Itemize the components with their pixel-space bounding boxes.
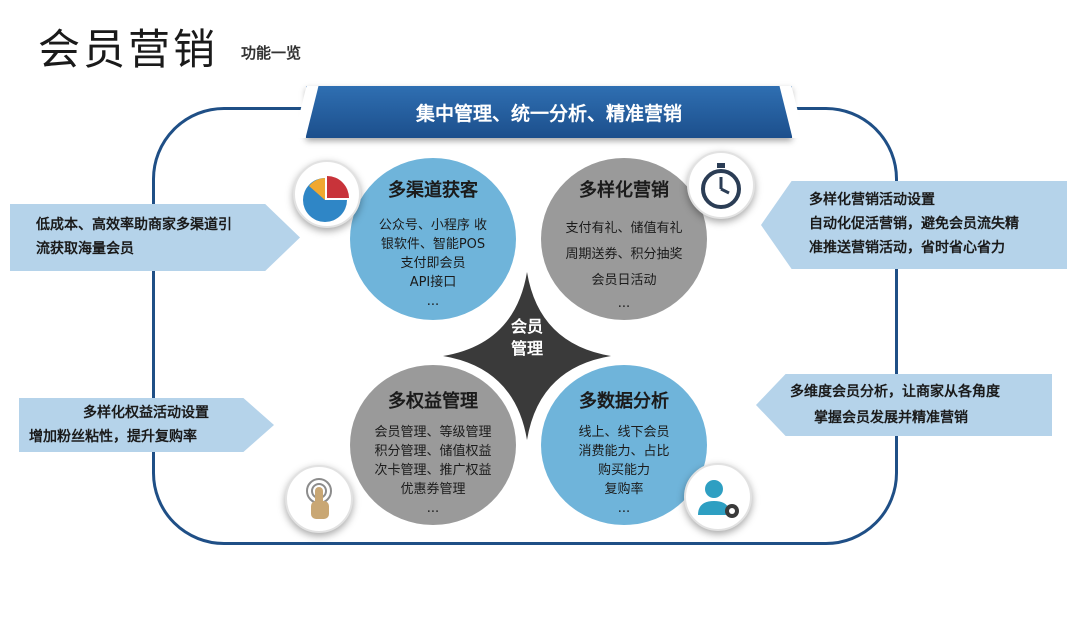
callout-line: 多样化权益活动设置	[83, 405, 209, 421]
callout-line: 流获取海量会员	[36, 241, 134, 257]
callout-line: 多维度会员分析，让商家从各角度	[790, 384, 1000, 400]
pie-chart-icon	[293, 160, 361, 228]
quadrant-line: ...	[617, 296, 631, 311]
banner-text: 集中管理、统一分析、精准营销	[415, 102, 682, 125]
center-label: 会员 管理	[487, 316, 567, 360]
quadrant-acquisition: 多渠道获客 公众号、小程序 收 银软件、智能POS 支付即会员 API接口 ..…	[350, 158, 516, 320]
page-title: 会员营销	[38, 25, 219, 74]
quadrant-line: 优惠券管理	[400, 482, 466, 497]
callout-right-analysis: 多维度会员分析，让商家从各角度 掌握会员发展并精准营销	[756, 374, 1052, 436]
quadrant-line: 积分管理、储值权益	[374, 444, 492, 459]
user-gear-icon	[684, 463, 752, 531]
quadrant-line: 支付即会员	[400, 256, 466, 271]
quadrant-line: 消费能力、占比	[578, 444, 670, 459]
quadrant-line: 支付有礼、储值有礼	[565, 221, 683, 236]
quadrant-line: API接口	[409, 275, 457, 290]
callout-line: 增加粉丝粘性，提升复购率	[29, 429, 197, 445]
quadrant-line: 复购率	[604, 482, 644, 497]
quadrant-title: 多数据分析	[579, 391, 669, 412]
quadrant-title: 多渠道获客	[388, 180, 478, 201]
center-label-line: 管理	[510, 339, 543, 358]
quadrant-title: 多权益管理	[388, 391, 478, 412]
quadrant-line: 周期送券、积分抽奖	[565, 247, 683, 262]
quadrant-line: ...	[617, 501, 631, 516]
quadrant-line: 会员管理、等级管理	[374, 425, 492, 440]
quadrant-line: 购买能力	[597, 463, 650, 478]
quadrant-line: 次卡管理、推广权益	[374, 463, 492, 478]
tap-hand-icon	[285, 465, 353, 533]
quadrant-line: 会员日活动	[591, 273, 657, 288]
quadrant-marketing: 多样化营销 支付有礼、储值有礼 周期送券、积分抽奖 会员日活动 ...	[541, 158, 707, 320]
quadrant-analysis: 多数据分析 线上、线下会员 消费能力、占比 购买能力 复购率 ...	[541, 365, 707, 525]
quadrant-line: 银软件、智能POS	[380, 237, 486, 252]
callout-line: 低成本、高效率助商家多渠道引	[36, 217, 232, 233]
stopwatch-icon	[687, 151, 755, 219]
center-label-line: 会员	[510, 317, 543, 336]
quadrant-title: 多样化营销	[579, 180, 669, 201]
callout-line: 自动化促活营销，避免会员流失精	[809, 216, 1019, 232]
quadrant-line: ...	[426, 294, 440, 309]
callout-right-marketing: 多样化营销活动设置 自动化促活营销，避免会员流失精 准推送营销活动，省时省心省力	[761, 181, 1067, 269]
callout-line: 掌握会员发展并精准营销	[814, 410, 968, 426]
quadrant-line: 公众号、小程序 收	[378, 218, 488, 233]
quadrant-line: ...	[426, 501, 440, 516]
callout-left-benefits: 多样化权益活动设置 增加粉丝粘性，提升复购率	[19, 398, 274, 452]
callout-line: 准推送营销活动，省时省心省力	[809, 240, 1005, 256]
callout-line: 多样化营销活动设置	[809, 192, 935, 208]
banner: 集中管理、统一分析、精准营销	[306, 86, 792, 138]
center-star-shape	[443, 272, 611, 440]
quadrant-benefits: 多权益管理 会员管理、等级管理 积分管理、储值权益 次卡管理、推广权益 优惠券管…	[350, 365, 516, 525]
page-subtitle: 功能一览	[241, 44, 302, 62]
callout-left-acquisition: 低成本、高效率助商家多渠道引 流获取海量会员	[10, 204, 300, 271]
quadrant-line: 线上、线下会员	[578, 425, 670, 440]
